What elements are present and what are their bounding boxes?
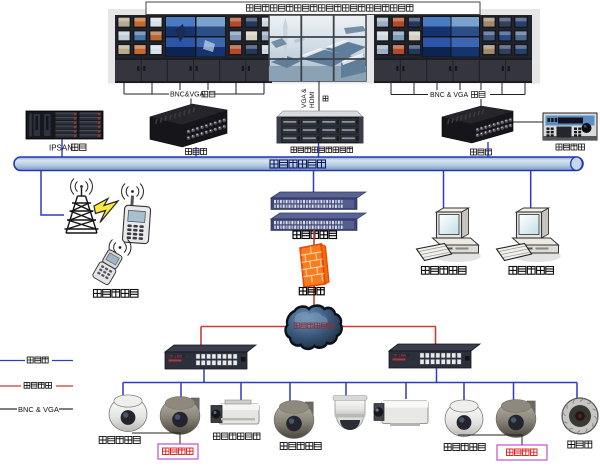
svg-text:IPSAN: IPSAN xyxy=(49,144,73,153)
svg-text:BNC & VGA: BNC & VGA xyxy=(430,92,468,99)
svg-text:TP-LINK: TP-LINK xyxy=(393,354,407,358)
svg-text:BNC & VGA: BNC & VGA xyxy=(18,405,59,414)
svg-text:BNC&VGA: BNC&VGA xyxy=(170,92,205,99)
svg-text:VGA &: VGA & xyxy=(301,88,308,108)
svg-text:TP-LINK: TP-LINK xyxy=(169,355,183,359)
svg-text:HDMI: HDMI xyxy=(309,91,316,108)
